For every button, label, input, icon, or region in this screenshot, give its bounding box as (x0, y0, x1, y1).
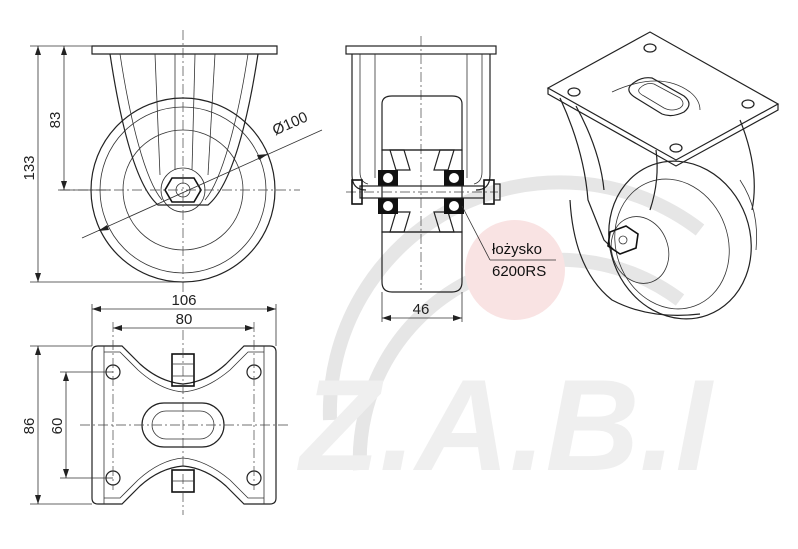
dim-hole-spacing-width: 60 (49, 418, 66, 435)
dim-axle-height: 83 (47, 112, 64, 129)
dim-overall-height: 133 (21, 155, 38, 180)
bearing-label: łożysko (492, 241, 542, 258)
plate-top-view: 106 80 86 60 (21, 292, 290, 515)
bearing-left (378, 170, 398, 214)
svg-text:Z.A.B.I: Z.A.B.I (296, 352, 715, 498)
watermark-logo: Z.A.B.I (296, 175, 715, 498)
dim-wheel-diameter: Ø100 (270, 109, 310, 139)
bearing-type: 6200RS (492, 263, 546, 280)
front-section-view: 46 łożysko 6200RS (345, 36, 556, 322)
bearing-right (444, 170, 464, 214)
isometric-view (546, 31, 780, 320)
dim-plate-length: 106 (171, 292, 196, 309)
dim-hole-spacing-length: 80 (176, 311, 193, 328)
side-view: 133 83 Ø100 (21, 30, 323, 292)
dim-wheel-width: 46 (413, 301, 430, 318)
dim-plate-width: 86 (21, 418, 38, 435)
